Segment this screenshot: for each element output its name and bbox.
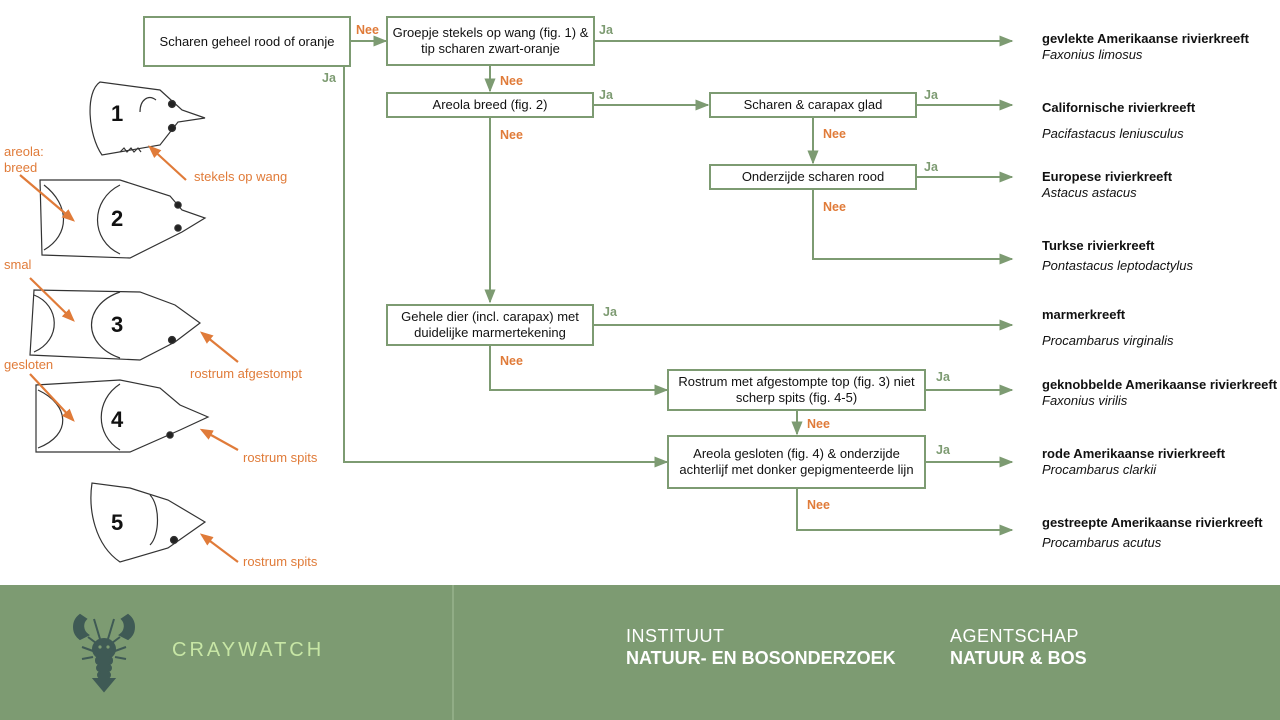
crayfish-head-sketch-5 — [90, 482, 207, 563]
brand-name: CRAYWATCH — [172, 639, 325, 661]
footer: CRAYWATCH INSTITUUT NATUUR- EN BOSONDERZ… — [0, 585, 1280, 720]
species-latin-name: Astacus astacus — [1042, 185, 1137, 200]
figure-number: 3 — [111, 312, 124, 337]
no-label: Nee — [807, 498, 830, 512]
annotation-closed: gesloten — [4, 357, 54, 372]
figure-number: 2 — [111, 206, 124, 231]
question-text: Onderzijde scharen rood — [741, 169, 885, 184]
species-latin-name: Procambarus virginalis — [1042, 333, 1174, 348]
org-logo-anb: AGENTSCHAP NATUUR & BOS — [950, 625, 1087, 669]
species-name: gestreepte Amerikaanse rivierkreeft — [1042, 515, 1263, 530]
species-latin-name: Pacifastacus leniusculus — [1042, 126, 1184, 141]
question-text: Areola breed (fig. 2) — [432, 97, 548, 112]
species-latin-name: Procambarus acutus — [1042, 535, 1162, 550]
no-label: Nee — [500, 74, 523, 88]
species-name: Californische rivierkreeft — [1042, 100, 1196, 115]
species-name: Europese rivierkreeft — [1042, 169, 1173, 184]
question-text: Scharen & carapax glad — [743, 97, 883, 112]
question-text: Areola gesloten (fig. 4) & onderzijde ac… — [679, 446, 914, 477]
yes-label: Ja — [924, 160, 938, 174]
yes-label: Ja — [599, 88, 613, 102]
species-name: marmerkreeft — [1042, 307, 1126, 322]
org-logo-inbo: INSTITUUT NATUUR- EN BOSONDERZOEK — [626, 625, 896, 669]
question-text: Groepje stekels op wang (fig. 1) & tip s… — [392, 25, 589, 56]
figure-number: 5 — [111, 510, 124, 535]
org-line: AGENTSCHAP — [950, 626, 1080, 646]
figure-number: 1 — [111, 101, 124, 126]
species-name: gevlekte Amerikaanse rivierkreeft — [1042, 31, 1249, 46]
annotation-rostrum-sharp: rostrum spits — [243, 554, 318, 569]
no-label: Nee — [823, 200, 846, 214]
yes-label: Ja — [924, 88, 938, 102]
species-latin-name: Faxonius virilis — [1042, 393, 1128, 408]
yes-label: Ja — [936, 370, 950, 384]
no-label: Nee — [500, 128, 523, 142]
question-box-marbled: Gehele dier (incl. carapax) met duidelij… — [386, 304, 594, 346]
question-text: Gehele dier (incl. carapax) met duidelij… — [401, 309, 579, 340]
no-label: Nee — [500, 354, 523, 368]
species-latin-name: Procambarus clarkii — [1042, 462, 1157, 477]
crayfish-head-sketch-1 — [89, 81, 206, 156]
no-label: Nee — [807, 417, 830, 431]
no-label: Nee — [823, 127, 846, 141]
question-box-areola-closed: Areola gesloten (fig. 4) & onderzijde ac… — [667, 435, 926, 489]
footer-divider — [452, 585, 454, 720]
question-box-rostrum-blunt: Rostrum met afgestompte top (fig. 3) nie… — [667, 369, 926, 411]
question-box-claw-underside-red: Onderzijde scharen rood — [709, 164, 917, 190]
crayfish-logo-icon — [73, 613, 135, 693]
annotation-rostrum-sharp: rostrum spits — [243, 450, 318, 465]
yes-label: Ja — [936, 443, 950, 457]
figure-number: 4 — [111, 407, 124, 432]
annotation-narrow: smal — [4, 257, 32, 272]
question-text: Rostrum met afgestompte top (fig. 3) nie… — [678, 374, 915, 405]
org-line: INSTITUUT — [626, 626, 725, 646]
question-box-claws-red: Scharen geheel rood of oranje — [143, 16, 351, 67]
flowchart-connectors — [343, 35, 1014, 536]
annotation-areola-broad: breed — [4, 160, 38, 175]
org-line: NATUUR- EN BOSONDERZOEK — [626, 648, 896, 668]
annotation-areola: areola: — [4, 144, 44, 159]
yes-label: Ja — [599, 23, 613, 37]
identification-key: Scharen geheel rood of oranje Groepje st… — [4, 16, 1278, 569]
question-box-smooth-claws: Scharen & carapax glad — [709, 92, 917, 118]
yes-label: Ja — [603, 305, 617, 319]
no-label: Nee — [356, 23, 379, 37]
yes-label: Ja — [322, 71, 336, 85]
species-name: rode Amerikaanse rivierkreeft — [1042, 446, 1226, 461]
species-name: geknobbelde Amerikaanse rivierkreeft — [1042, 377, 1278, 392]
question-box-areola-broad: Areola breed (fig. 2) — [386, 92, 594, 118]
annotation-cheek-spines: stekels op wang — [194, 169, 288, 184]
crayfish-head-sketch-3 — [29, 289, 202, 361]
question-text: Scharen geheel rood of oranje — [159, 33, 335, 49]
species-name: Turkse rivierkreeft — [1042, 238, 1155, 253]
species-latin-name: Faxonius limosus — [1042, 47, 1143, 62]
annotation-rostrum-blunt: rostrum afgestompt — [190, 366, 302, 381]
question-box-cheek-spines: Groepje stekels op wang (fig. 1) & tip s… — [386, 16, 595, 66]
crayfish-head-sketch-4 — [35, 379, 210, 453]
org-line: NATUUR & BOS — [950, 648, 1087, 668]
crayfish-head-illustrations — [19, 81, 239, 563]
species-latin-name: Pontastacus leptodactylus — [1042, 258, 1194, 273]
crayfish-head-sketch-2 — [39, 179, 207, 259]
